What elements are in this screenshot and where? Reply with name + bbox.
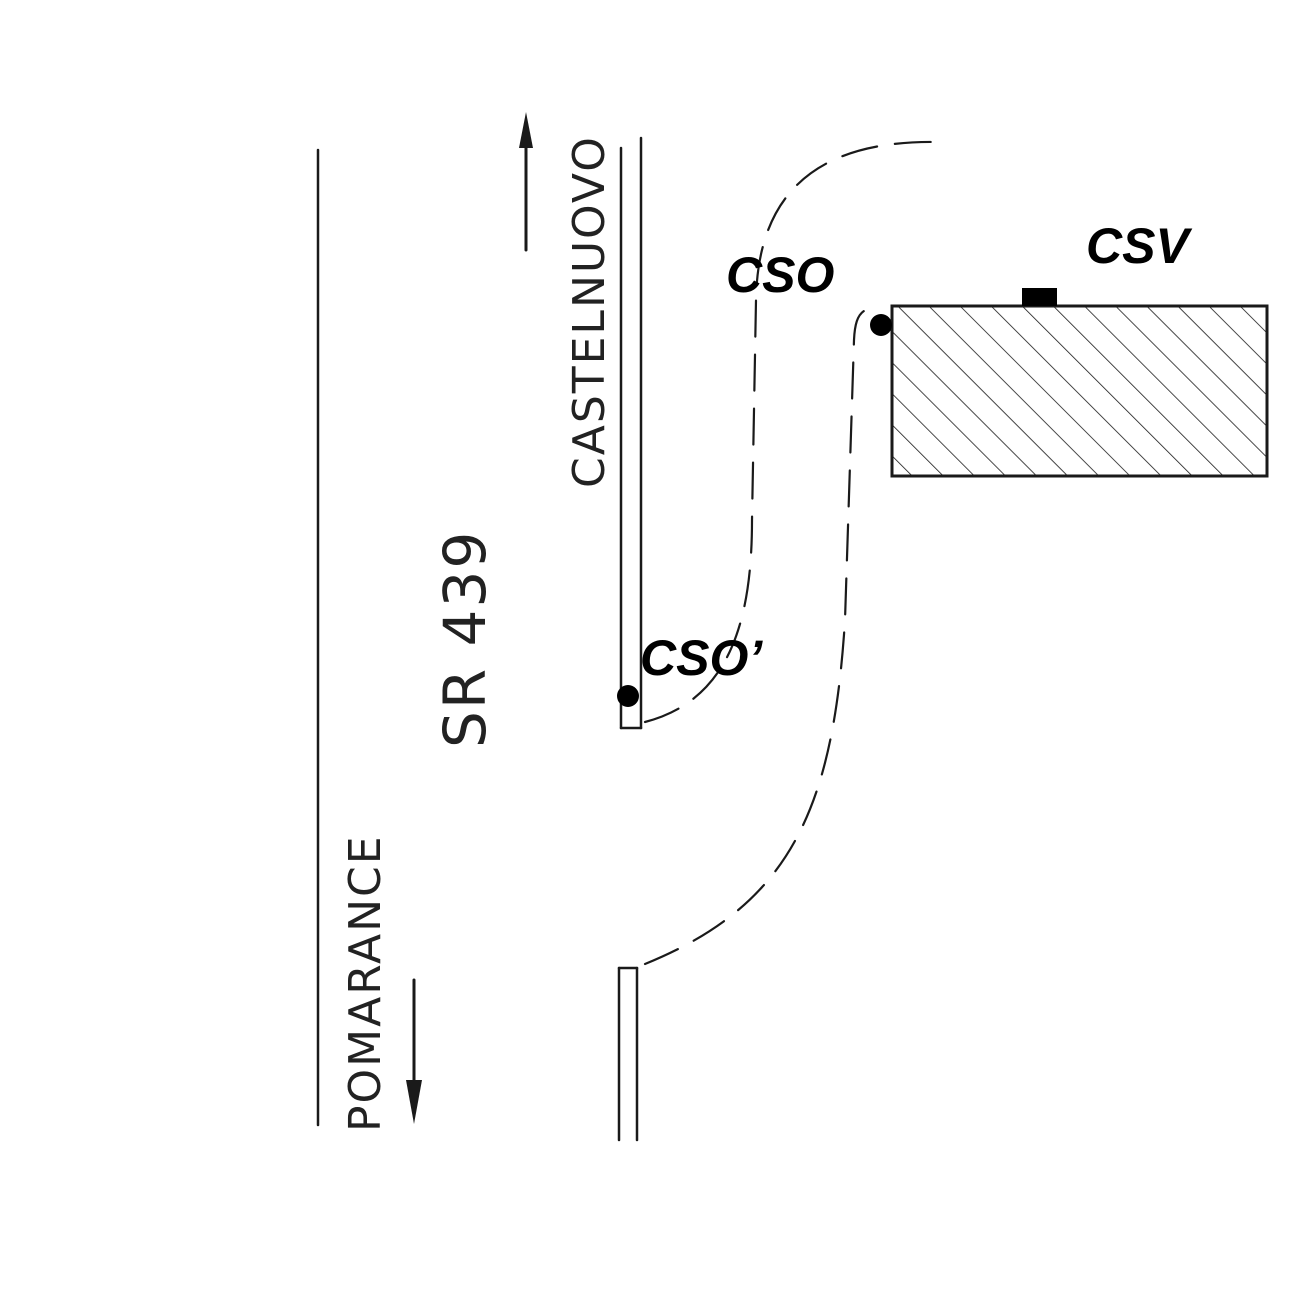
label-cso-prime: CSO’ (640, 630, 763, 686)
label-direction-north: CASTELNUOVO (564, 135, 615, 488)
label-cso: CSO (726, 247, 834, 303)
road-edge-right-upper (619, 136, 643, 730)
access-path-inner (643, 140, 940, 724)
cso-prime-point-marker (617, 685, 639, 707)
building-hatched (890, 304, 1269, 478)
cso-point-marker (870, 314, 892, 336)
label-road-name: SR 439 (431, 530, 499, 748)
csv-sensor-marker (1022, 288, 1057, 306)
access-path-outer (643, 306, 874, 966)
arrow-up-icon (519, 112, 533, 252)
label-direction-south: POMARANCE (340, 834, 391, 1132)
road-edge-right-lower (617, 966, 639, 1142)
label-csv: CSV (1086, 218, 1192, 274)
arrow-down-icon (406, 978, 422, 1124)
